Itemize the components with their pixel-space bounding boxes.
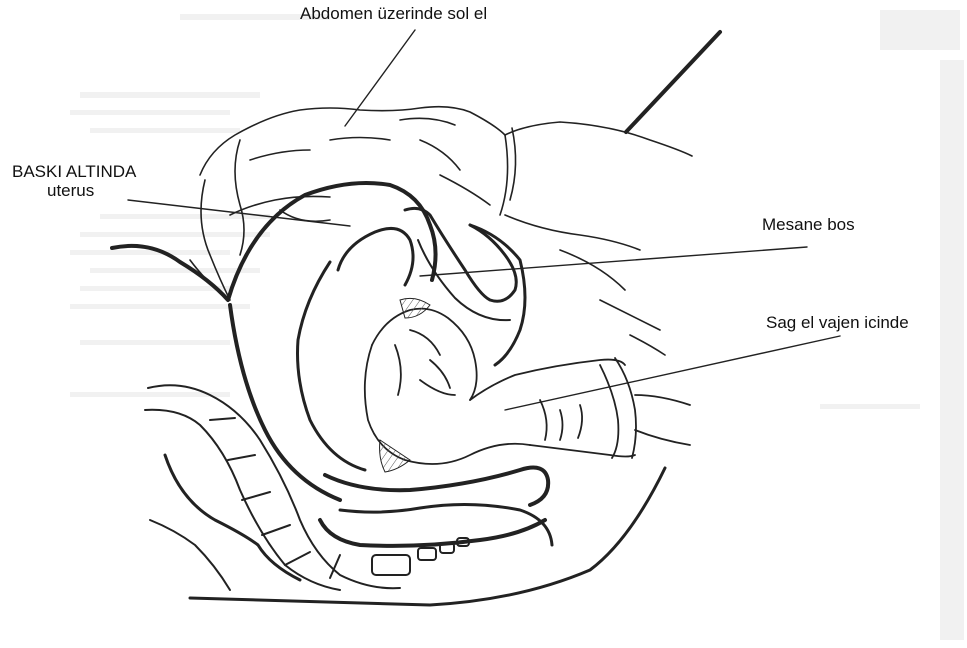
abdominal-wall-line <box>626 32 720 132</box>
right-hand <box>365 309 690 464</box>
rectum-line <box>320 520 545 546</box>
cervix-shading <box>380 440 410 472</box>
label-uterus-under-pressure: BASKI ALTINDA <box>12 163 136 182</box>
leader-mesane <box>420 247 807 276</box>
uterus-fundus <box>338 228 413 285</box>
uterus-posterior-wall <box>230 305 340 500</box>
uterus-inner-wall <box>298 262 366 470</box>
leader-sag-el <box>505 336 840 410</box>
leader-abdomen <box>345 30 415 126</box>
vaginal-posterior <box>325 468 548 505</box>
perineum-line <box>340 504 552 545</box>
label-left-hand-on-abdomen: Abdomen üzerinde sol el <box>300 5 487 24</box>
bladder <box>405 208 516 301</box>
label-uterus: uterus <box>47 182 94 201</box>
label-right-hand-in-vagina: Sag el vajen icinde <box>766 314 909 333</box>
label-empty-bladder: Mesane bos <box>762 216 855 235</box>
back-contour <box>150 520 230 590</box>
fornix-shading <box>400 298 430 318</box>
